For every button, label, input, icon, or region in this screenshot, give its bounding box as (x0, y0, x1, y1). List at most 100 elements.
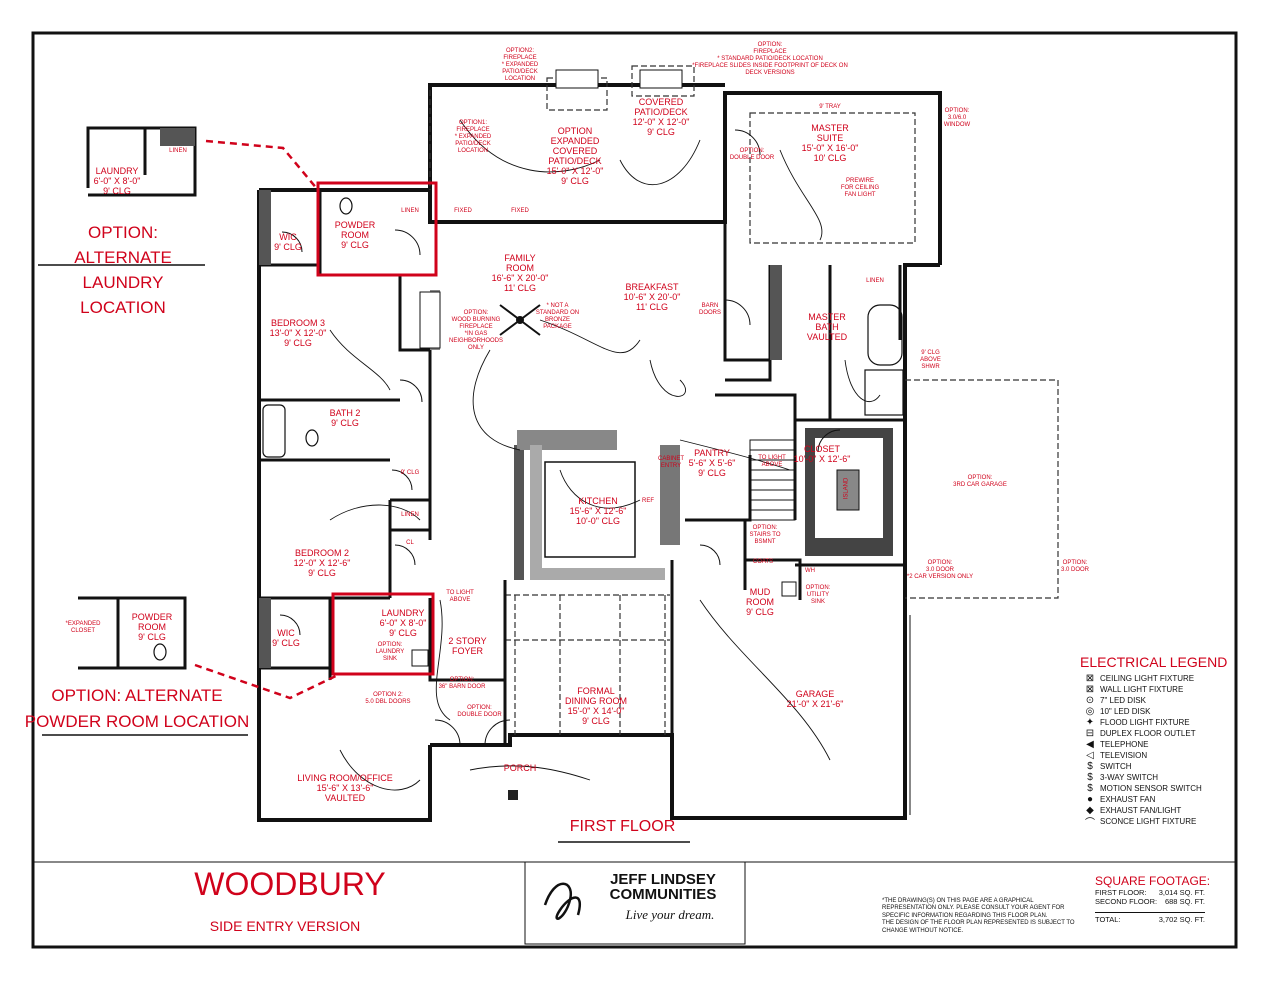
square-footage-row: TOTAL:3,702 SQ. FT. (1095, 912, 1205, 924)
room-living-office: LIVING ROOM/OFFICE 15'-6" X 13'-6" VAULT… (297, 773, 393, 803)
laundry-sink-note: OPTION: LAUNDRY SINK (375, 642, 405, 662)
bath-fixtures (153, 197, 904, 661)
room-wic-bottom: WIC 9' CLG (272, 628, 300, 648)
door-swings (279, 129, 841, 746)
square-footage-rows: FIRST FLOOR: 3,014 SQ. FT.SECOND FLOOR: 68… (1095, 888, 1225, 924)
square-footage-row: SECOND FLOOR: 688 SQ. FT. (1095, 897, 1205, 906)
alt-powder-option-title: OPTION: ALTERNATE POWDER ROOM LOCATION (24, 686, 250, 731)
utility-sink-box (781, 581, 797, 597)
hall-ceiling-note: 9' CLG (400, 470, 420, 476)
legend-item-label: 3-WAY SWITCH (1100, 773, 1159, 782)
legend-item: ● EXHAUST FAN (1080, 794, 1230, 805)
fireplace-option2-note: OPTION2: FIREPLACE * EXPANDED PATIO/DECK… (501, 48, 539, 82)
square-footage-label: SECOND FLOOR: (1095, 897, 1158, 906)
room-pantry: PANTRY 5'-6" X 5'-6" 9' CLG (688, 448, 736, 478)
led-10-icon: ◎ (1085, 706, 1095, 717)
legend-item-label: EXHAUST FAN/LIGHT (1100, 806, 1182, 815)
room-covered-patio: COVERED PATIO/DECK 12'-0" X 12'-0" 9' CL… (632, 97, 690, 137)
legend-item: ⊙7" LED DISK (1080, 695, 1230, 706)
legend-item-label: SWITCH (1100, 762, 1132, 771)
dbl-doors-option-note: OPTION 2: 5.0 DBL DOORS (365, 692, 411, 705)
legend-item: ◀TELEPHONE (1080, 739, 1230, 750)
square-footage-label: TOTAL: (1095, 915, 1121, 924)
alt-powder-inset (78, 596, 187, 670)
led-7-icon: ⊙ (1085, 695, 1095, 706)
legend-item: ⊟DUPLEX FLOOR OUTLET (1080, 728, 1230, 739)
closet-island-shape (836, 469, 860, 511)
tray-ceiling-note: 9' TRAY (819, 104, 841, 110)
legend-list: ⊠CEILING LIGHT FIXTURE⊠WALL LIGHT FIXTUR… (1080, 673, 1230, 829)
legend-item: ◆EXHAUST FAN/LIGHT (1080, 805, 1230, 816)
room-powder: POWDER ROOM 9' CLG (334, 220, 376, 250)
square-footage-label: FIRST FLOOR: (1095, 888, 1147, 897)
room-linen-mid: LINEN (401, 512, 419, 518)
barn-doors-note: BARN DOORS (698, 303, 721, 316)
legend-item-label: 10" LED DISK (1100, 707, 1151, 716)
expanded-closet-note: *EXPANDED CLOSET (65, 621, 101, 634)
square-footage-block: SQUARE FOOTAGE: FIRST FLOOR: 3,014 SQ. FT… (1095, 874, 1225, 924)
room-refrigerator: REF (642, 498, 654, 504)
square-footage-value: 3,014 SQ. FT. (1158, 888, 1205, 897)
disclaimer-text: *THE DRAWING(S) ON THIS PAGE ARE A GRAPH… (882, 898, 1075, 934)
room-closet: CLOSET 10'-0" X 12'-6" (793, 444, 851, 464)
window-option-note: OPTION: 3.0/6.0 WINDOW (943, 108, 971, 128)
floor-outlet-icon: ⊟ (1085, 728, 1095, 739)
room-porch: PORCH (503, 763, 537, 773)
legend-item-label: WALL LIGHT FIXTURE (1100, 685, 1184, 694)
laundry-sink-box (411, 649, 429, 667)
room-cabinet-entry: CABINET ENTRY (657, 456, 684, 469)
barn-door-36-note: OPTION: 36" BARN DOOR (438, 677, 486, 690)
stairs-basement-note: OPTION: STAIRS TO BSMNT (749, 525, 781, 545)
brand-name: JEFF LINDSEY COMMUNITIES (588, 872, 738, 902)
room-master-suite: MASTER SUITE 15'-0" X 16'-0" 10' CLG (801, 123, 859, 163)
double-door-option-note: OPTION: DOUBLE DOOR (729, 148, 775, 161)
inset-linen-label: LINEN (169, 148, 187, 154)
inset-powder-label: POWDER ROOM 9' CLG (131, 612, 173, 642)
room-breakfast: BREAKFAST 10'-6" X 20'-0" 11' CLG (623, 282, 681, 312)
fixed-window-note-2: FIXED (511, 208, 529, 214)
motion-switch-icon: $ (1087, 783, 1093, 794)
red-leader-lines (194, 139, 341, 700)
legend-item: ⊠CEILING LIGHT FIXTURE (1080, 673, 1230, 684)
legend-item: ⌒SCONCE LIGHT FIXTURE (1080, 816, 1230, 829)
room-linen-top: LINEN (401, 208, 419, 214)
room-linen-master-bath: LINEN (866, 278, 884, 284)
alt-linen-block (160, 128, 195, 146)
room-kitchen: KITCHEN 15'-6" X 12'-6" 10'-0" CLG (569, 496, 627, 526)
room-mud: MUD ROOM 9' CLG (746, 587, 774, 617)
square-footage-title: SQUARE FOOTAGE: (1095, 874, 1211, 888)
to-light-above-note: TO LIGHT ABOVE (446, 590, 474, 603)
legend-item: $ SWITCH (1080, 761, 1230, 772)
logo-box (524, 861, 746, 945)
porch-light (508, 790, 518, 800)
square-footage-value: 688 SQ. FT. (1164, 897, 1205, 906)
room-bedroom-3: BEDROOM 3 13'-0" X 12'-0" 9' CLG (269, 318, 327, 348)
garage-door (904, 615, 911, 815)
switch-icon: $ (1087, 761, 1093, 772)
double-door-option2-note: OPTION: DOUBLE DOOR (457, 705, 502, 718)
flood-light-icon: ✦ (1085, 717, 1095, 728)
legend-item-label: EXHAUST FAN (1100, 795, 1156, 804)
sconce-light-icon: ⌒ (1085, 818, 1095, 829)
electrical-legend: ELECTRICAL LEGEND ⊠CEILING LIGHT FIXTURE… (1080, 654, 1230, 829)
utility-sink-note: OPTION: UTILITY SINK (805, 585, 831, 605)
legend-item: ◎ 10" LED DISK (1080, 706, 1230, 717)
exhaust-fan-icon: ● (1086, 794, 1094, 805)
legend-item: ✦ FLOOD LIGHT FIXTURE (1080, 717, 1230, 728)
square-footage-row: FIRST FLOOR: 3,014 SQ. FT. (1095, 888, 1205, 897)
room-laundry: LAUNDRY 6'-0" X 8'-0" 9' CLG (379, 608, 427, 638)
room-closet-small: CL (406, 540, 414, 546)
legend-item-label: FLOOD LIGHT FIXTURE (1100, 718, 1190, 727)
sheet-border (31, 31, 1238, 949)
legend-item: $MOTION SENSOR SWITCH (1080, 783, 1230, 794)
room-bedroom-2: BEDROOM 2 12'-0" X 12'-6" 9' CLG (293, 548, 351, 578)
fireplace-top-option-note: OPTION: FIREPLACE * STANDARD PATIO/DECK … (692, 42, 848, 76)
fixed-window-note-1: FIXED (454, 208, 472, 214)
room-foyer: 2 STORY FOYER (448, 636, 487, 656)
kitchen-counters (517, 430, 665, 580)
staircase (749, 439, 796, 521)
fireplaces (419, 69, 683, 349)
legend-item: ◁TELEVISION (1080, 750, 1230, 761)
